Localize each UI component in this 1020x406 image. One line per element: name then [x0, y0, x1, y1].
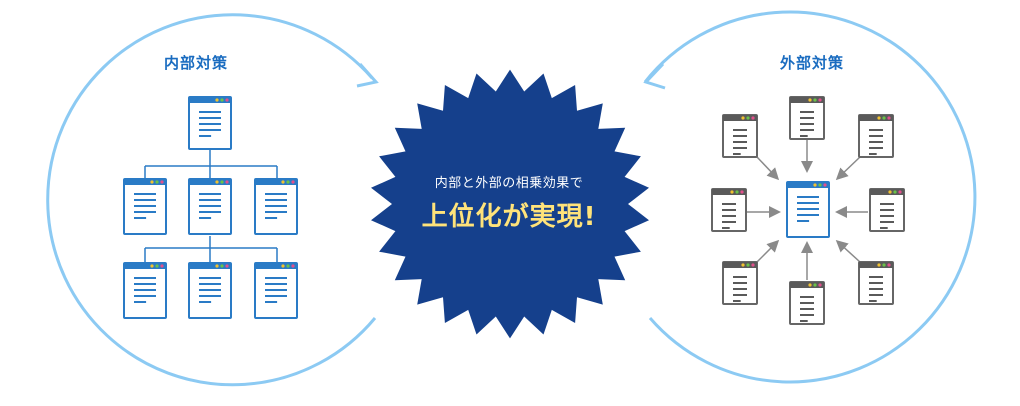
- external-doc-4: [711, 188, 747, 232]
- external-doc-3: [858, 114, 894, 158]
- internal-doc-level3-1: [123, 262, 167, 319]
- external-doc-8: [858, 261, 894, 305]
- internal-tree-connectors: [144, 150, 278, 262]
- internal-doc-level2-3: [254, 178, 298, 235]
- center-headline: 上位化が実現!: [421, 202, 597, 232]
- internal-doc-level2-2: [188, 178, 232, 235]
- external-doc-6: [722, 261, 758, 305]
- center-burst-badge: [371, 69, 649, 339]
- right-cycle-ring: [643, 10, 977, 384]
- internal-doc-level3-3: [254, 262, 298, 319]
- external-doc-2: [789, 96, 825, 140]
- document-icons: [123, 96, 905, 325]
- external-link-arrows: [746, 140, 868, 280]
- center-subtitle: 内部と外部の相乗効果で: [434, 176, 584, 191]
- left-cycle-ring: [46, 13, 377, 387]
- internal-doc-level2-1: [123, 178, 167, 235]
- right-arrow-head-icon: [643, 62, 666, 90]
- internal-doc-root: [188, 96, 232, 150]
- external-doc-5: [869, 188, 905, 232]
- external-doc-1: [722, 114, 758, 158]
- left-arrow-head-icon: [356, 63, 379, 88]
- external-doc-center: [786, 181, 830, 238]
- internal-doc-level3-2: [188, 262, 232, 319]
- external-measures-title: 外部対策: [779, 54, 844, 72]
- internal-measures-title: 内部対策: [163, 54, 228, 72]
- external-doc-7: [789, 281, 825, 325]
